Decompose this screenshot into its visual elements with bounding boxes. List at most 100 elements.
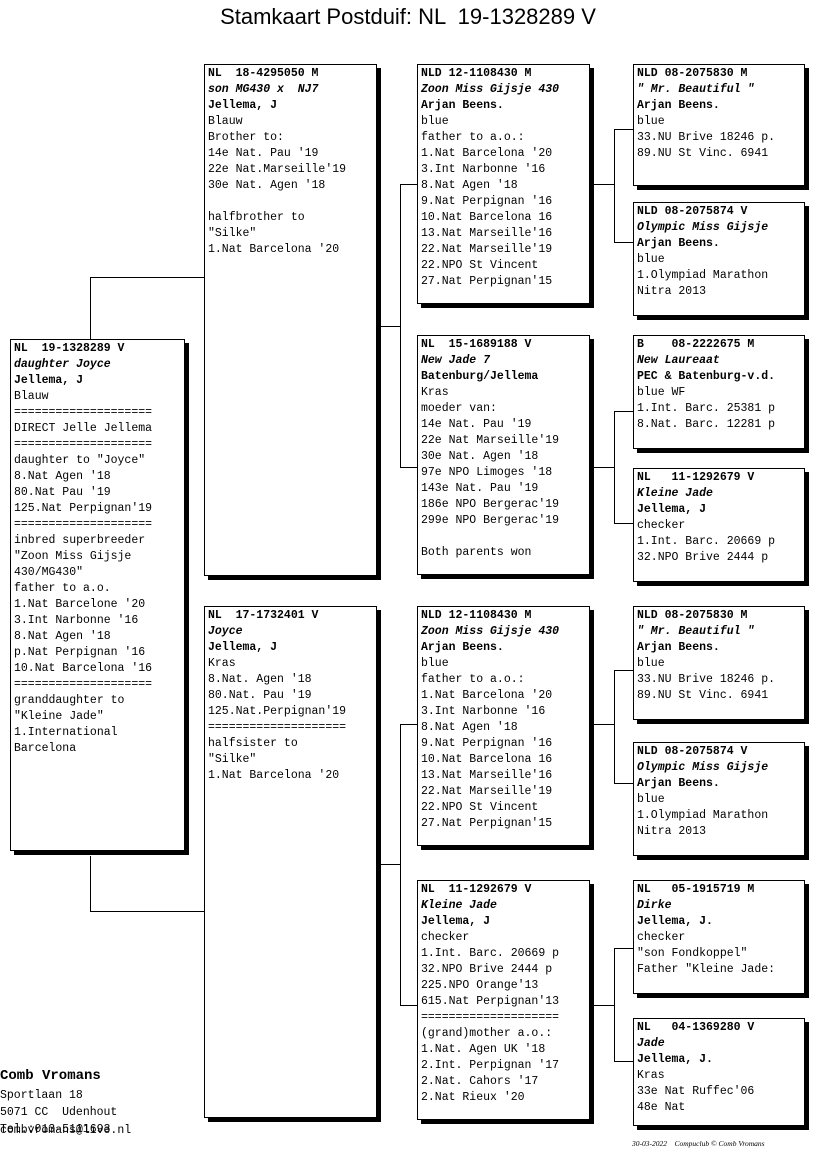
pedigree-line: 22.NPO St Vincent [421,801,539,814]
pigeon-color: checker [421,931,470,944]
pigeon-name: New Laureaat [637,354,720,367]
owner-phone: Tel.:013-5111693 [0,1123,111,1136]
pedigree-line: 22.Nat Marseille'19 [421,243,553,256]
ring-number: NLD 08-2075874 V [637,205,748,218]
pedigree-line: 1.Int. Barc. 20669 p [637,535,776,548]
owner-address1: Sportlaan 18 [0,1089,83,1102]
connector-line [614,411,633,412]
pigeon-name: daughter Joyce [14,358,111,371]
pedigree-line: ==================== [421,1011,560,1024]
connector-line [400,724,417,725]
pigeon-color: Blauw [208,115,243,128]
pedigree-line: Barcelona [14,742,77,755]
connector-line [590,467,614,468]
connector-line [400,467,417,468]
pedigree-line: 13.Nat Marseille'16 [421,769,553,782]
breeder: Jellema, J [14,374,84,387]
pedigree-line: 48e Nat [637,1101,686,1114]
pedigree-line: 9.Nat Perpignan '16 [421,195,553,208]
pigeon-card-dss[interactable]: NLD 08-2075830 M" Mr. Beautiful "Arjan B… [633,606,805,720]
pedigree-line: 2.Nat Rieux '20 [421,1091,525,1104]
pedigree-line: 1.Olympiad Marathon [637,269,769,282]
pedigree-line: 8.Nat Agen '18 [421,179,518,192]
footer-credit: 30-03-2022 Compuclub © Comb Vromans [632,1139,765,1148]
owner-address2: 5071 CC Udenhout [0,1106,118,1119]
pedigree-line: 22.Nat Marseille'19 [421,785,553,798]
pedigree-line: 33e Nat Ruffec'06 [637,1085,755,1098]
pigeon-name: New Jade 7 [421,354,491,367]
pedigree-line: 89.NU St Vinc. 6941 [637,689,769,702]
breeder: Arjan Beens. [637,99,720,112]
pedigree-line: 125.Nat Perpignan'19 [14,502,153,515]
owner-email: combvromans@live.nl [0,1124,132,1137]
pigeon-name: " Mr. Beautiful " [637,83,755,96]
pigeon-color: checker [637,931,686,944]
pedigree-line: 22e Nat Marseille'19 [421,434,560,447]
pedigree-line: 10.Nat Barcelona 16 [421,753,553,766]
pedigree-line: 2.Int. Perpignan '17 [421,1059,560,1072]
pedigree-line: 8.Nat Agen '18 [421,721,518,734]
pedigree-line: 89.NU St Vinc. 6941 [637,147,769,160]
connector-line [614,948,615,1062]
connector-line [614,129,633,130]
pigeon-name: Kleine Jade [421,899,497,912]
breeder: Jellema, J [208,641,278,654]
pigeon-name: son MG430 x NJ7 [208,83,319,96]
pigeon-color: blue WF [637,386,686,399]
connector-line [590,724,614,725]
pedigree-line: 615.Nat Perpignan'13 [421,995,560,1008]
breeder: Jellema, J. [637,915,713,928]
pedigree-line: 3.Int Narbonne '16 [421,705,546,718]
pedigree-line: ==================== [14,406,153,419]
pedigree-line [421,529,586,545]
pigeon-color: checker [637,519,686,532]
breeder: Jellema, J. [637,1053,713,1066]
ring-number: NL 04-1369280 V [637,1021,755,1034]
pedigree-line: Both parents won [421,546,532,559]
pedigree-line [208,194,373,210]
pigeon-color: Kras [637,1069,665,1082]
ring-number: NL 19-1328289 V [14,342,125,355]
pigeon-card-sss[interactable]: NLD 08-2075830 M" Mr. Beautiful "Arjan B… [633,64,805,186]
pedigree-line: (grand)mother a.o.: [421,1027,553,1040]
pedigree-line: 1.Int. Barc. 25381 p [637,402,776,415]
pedigree-line: Nitra 2013 [637,825,707,838]
pedigree-line: ==================== [14,678,153,691]
breeder: Batenburg/Jellema [421,370,539,383]
pedigree-line: DIRECT Jelle Jellema [14,422,153,435]
connector-line [377,326,400,327]
pedigree-line: 1.Int. Barc. 20669 p [421,947,560,960]
pedigree-line: ==================== [14,518,153,531]
connector-line [90,856,91,912]
pedigree-line: 2.Nat. Cahors '17 [421,1075,539,1088]
pigeon-color: Kras [208,657,236,670]
pigeon-name: Joyce [208,625,243,638]
pedigree-line: 32.NPO Brive 2444 p [421,963,553,976]
pedigree-line: father to a.o.: [421,131,525,144]
pedigree-line: halfbrother to [208,211,305,224]
pigeon-color: blue [421,657,449,670]
pedigree-line: 30e Nat. Agen '18 [421,450,539,463]
pigeon-name: " Mr. Beautiful " [637,625,755,638]
pedigree-line: 3.Int Narbonne '16 [14,614,139,627]
pedigree-line: ==================== [208,721,347,734]
pedigree-line: 3.Int Narbonne '16 [421,163,546,176]
pedigree-line: 1.Nat Barcelona '20 [421,147,553,160]
breeder: Jellema, J [637,503,707,516]
pedigree-line: 97e NPO Limoges '18 [421,466,553,479]
pedigree-line: 186e NPO Bergerac'19 [421,498,560,511]
pedigree-line: 13.Nat Marseille'16 [421,227,553,240]
